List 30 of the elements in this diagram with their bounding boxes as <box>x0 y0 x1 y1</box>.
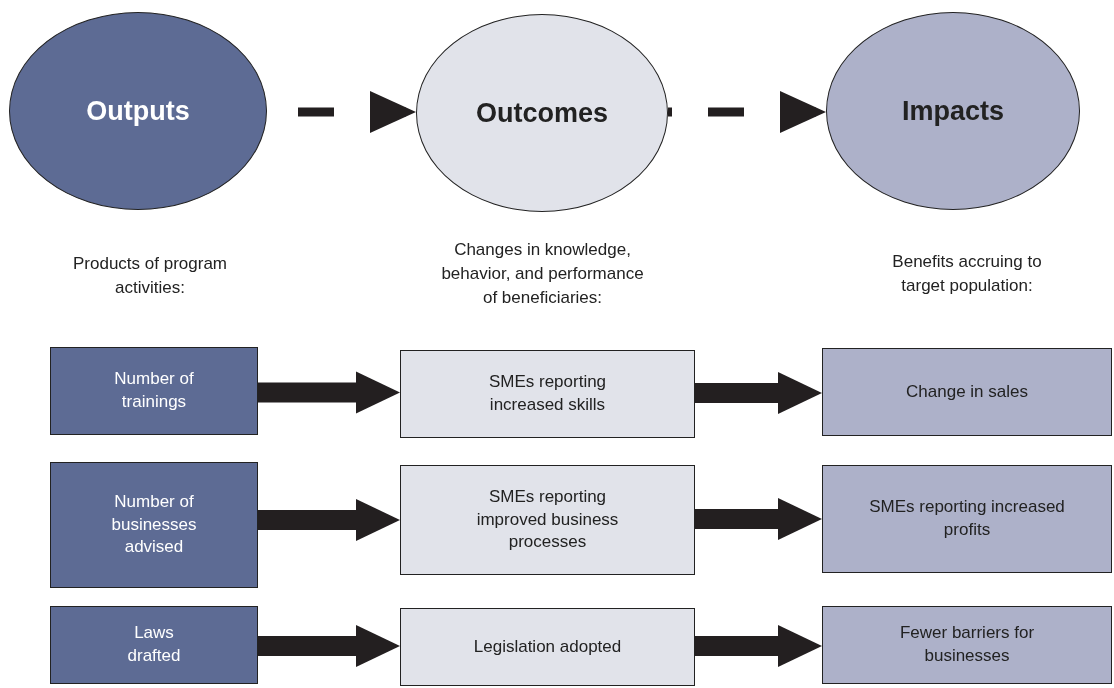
stage-heading: Outputs <box>86 95 190 127</box>
indicator-text: Number of trainings <box>113 368 195 413</box>
indicator-box <box>50 347 258 435</box>
stage-description: Changes in knowledge, behavior, and performance of beneficiaries: <box>440 239 645 309</box>
indicator-text: Fewer barriers for businesses <box>898 622 1036 667</box>
indicator-text: SMEs reporting improved business processes <box>475 485 620 554</box>
indicator-box <box>822 348 1112 436</box>
indicator-box <box>822 465 1112 573</box>
indicator-box <box>822 606 1112 684</box>
stage-heading: Outcomes <box>475 97 608 129</box>
dashed-arrow <box>258 499 400 541</box>
indicator-text: Laws drafted <box>126 622 182 667</box>
indicator-box <box>400 608 695 686</box>
indicator-text: Legislation adopted <box>473 635 622 658</box>
indicator-text: SMEs reporting increased skills <box>487 371 608 416</box>
dashed-arrow <box>695 372 822 414</box>
indicator-box <box>50 462 258 588</box>
stage-description: Products of program activities: <box>72 253 228 299</box>
dashed-arrow <box>258 625 400 667</box>
stage-description: Benefits accruing to target population: <box>891 251 1043 297</box>
dashed-arrow <box>695 498 822 540</box>
stage-heading: Impacts <box>901 95 1004 127</box>
indicator-box <box>50 606 258 684</box>
indicator-text: Change in sales <box>906 380 1028 403</box>
indicator-text: SMEs reporting increased profits <box>868 496 1066 541</box>
dashed-arrow <box>695 625 822 667</box>
dashed-arrow <box>258 371 400 414</box>
indicator-box <box>400 350 695 438</box>
indicator-box <box>400 465 695 575</box>
indicator-text: Number of businesses advised <box>110 490 198 559</box>
